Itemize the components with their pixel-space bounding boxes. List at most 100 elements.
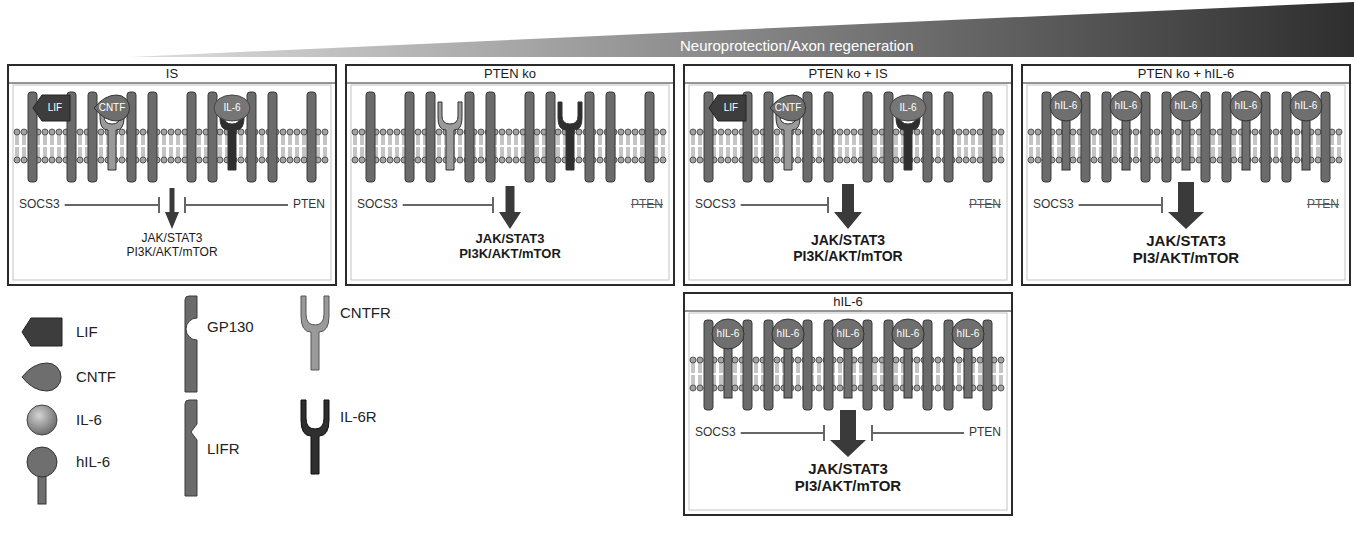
illustration-part (121, 147, 122, 157)
illustration-part (881, 363, 882, 373)
illustration-part (998, 385, 1004, 391)
illustration-part (972, 135, 973, 145)
illustration-part (844, 129, 850, 135)
illustration-part (1002, 363, 1003, 373)
illustration-part (503, 135, 504, 145)
illustration-part (398, 147, 399, 157)
illustration-part (1219, 135, 1220, 145)
illustration-part (1095, 147, 1096, 157)
cntfr-receptor (438, 102, 462, 170)
illustration-part (419, 135, 420, 145)
illustration-part (77, 129, 83, 135)
illustration-part (14, 157, 20, 163)
illustration-part (795, 129, 801, 135)
illustration-part (356, 147, 357, 157)
illustration-part (918, 147, 919, 157)
illustration-part (536, 135, 537, 145)
illustration-part (1333, 135, 1334, 145)
illustration-part (513, 129, 519, 135)
illustration-part (361, 135, 362, 145)
illustration-part (914, 357, 920, 363)
ligand-node: CNTF (93, 94, 131, 122)
illustration-part (757, 363, 758, 373)
illustration-part (461, 147, 462, 157)
illustration-part (1254, 147, 1255, 157)
illustration-part (53, 147, 54, 157)
illustration-part (662, 135, 663, 145)
panel-title: IS (166, 67, 178, 82)
illustration-part (914, 157, 920, 163)
illustration-part (937, 363, 938, 373)
ligand-label: hIL-6 (1235, 101, 1258, 111)
illustration-part (396, 147, 397, 157)
illustration-part (438, 135, 439, 145)
hil6-stem (904, 346, 912, 398)
illustration-part (774, 157, 780, 163)
illustration-part (161, 157, 167, 163)
illustration-part (799, 363, 800, 373)
illustration-part (958, 363, 959, 373)
illustration-part (172, 135, 173, 145)
gp130-symbol (185, 296, 197, 392)
lipid-bilayer (14, 129, 328, 163)
illustration-part (797, 135, 798, 145)
illustration-part (1100, 135, 1101, 145)
illustration-part (384, 147, 385, 157)
illustration-part (14, 129, 20, 135)
illustration-part (720, 135, 721, 145)
ligand-label: CNTF (775, 103, 802, 113)
illustration-part (818, 363, 819, 373)
illustration-part (853, 363, 854, 373)
illustration-part (874, 135, 875, 145)
illustration-part (284, 135, 285, 145)
illustration-part (44, 147, 45, 157)
illustration-part (632, 157, 638, 163)
receptors (28, 92, 316, 182)
illustration-part (214, 95, 250, 121)
illustration-part (1336, 157, 1342, 163)
illustration-part (848, 135, 849, 145)
illustration-part (722, 363, 723, 373)
illustration-part (196, 129, 202, 135)
illustration-part (1294, 129, 1300, 135)
illustration-part (137, 135, 138, 145)
illustration-part (1133, 129, 1139, 135)
illustration-part (837, 357, 843, 363)
illustration-part (795, 385, 801, 391)
illustration-part (692, 135, 693, 145)
illustration-part (643, 135, 644, 145)
socs3-label: SOCS3 (695, 198, 736, 212)
illustration-part (1177, 147, 1178, 157)
illustration-part (776, 135, 777, 145)
illustration-part (876, 147, 877, 157)
illustration-part (797, 363, 798, 373)
hil6-stem (724, 346, 732, 398)
illustration-part (636, 147, 637, 157)
illustration-part (958, 375, 959, 385)
signal-arrow (1168, 182, 1204, 229)
illustration-part (303, 135, 304, 145)
illustration-part (86, 135, 87, 145)
header-rule (685, 311, 1011, 312)
hil6-stem (1182, 118, 1190, 170)
illustration-part (916, 363, 917, 373)
hil6-stem (1122, 118, 1130, 170)
inhibition-line (65, 204, 159, 206)
illustration-part (1296, 135, 1297, 145)
illustration-part (198, 147, 199, 157)
receptors (366, 92, 654, 182)
gp130-receptor (366, 92, 375, 182)
illustration-part (762, 375, 763, 385)
illustration-part (33, 95, 70, 121)
illustration-part (1210, 129, 1216, 135)
illustration-part (597, 129, 603, 135)
illustration-part (499, 157, 505, 163)
illustration-part (282, 135, 283, 145)
receptors (704, 92, 992, 182)
illustration-part (501, 135, 502, 145)
illustration-part (755, 375, 756, 385)
il6r-receptor (220, 102, 244, 170)
illustration-part (720, 363, 721, 373)
illustration-part (263, 147, 264, 157)
illustration-part (655, 147, 656, 157)
